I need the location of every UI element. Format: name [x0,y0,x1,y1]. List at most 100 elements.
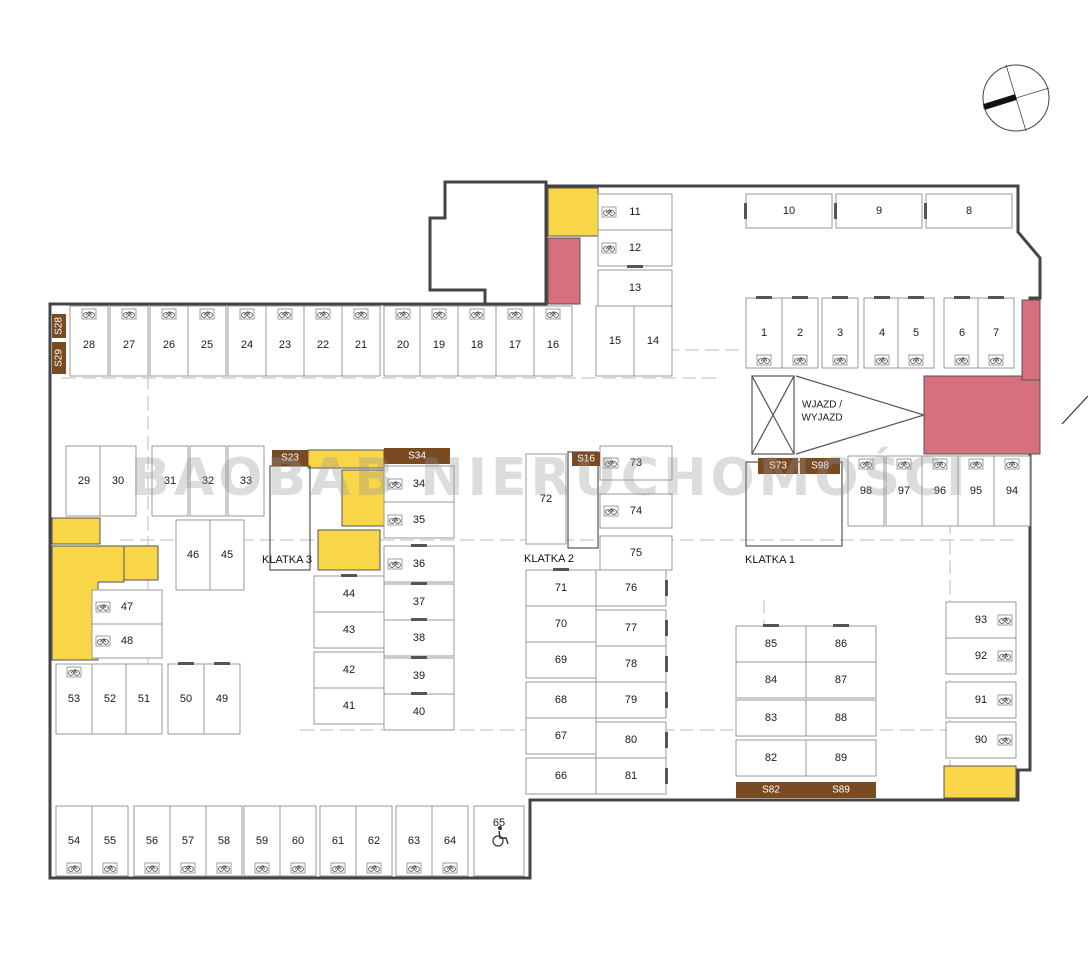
parking-spot-7[interactable]: 7 [977,296,1015,369]
parking-spot-20[interactable]: 20 [383,305,423,377]
parking-spot-76[interactable]: 76 [595,569,668,607]
parking-spot-57[interactable]: 57 [169,805,207,877]
storage-unit-s98[interactable]: S98 [800,458,840,474]
parking-spot-69[interactable]: 69 [525,641,597,679]
storage-unit-s34[interactable]: S34 [384,448,450,464]
storage-unit-s73[interactable]: S73 [758,458,798,474]
parking-spot-10[interactable]: 10 [744,193,833,229]
parking-spot-61[interactable]: 61 [319,805,357,877]
parking-spot-95[interactable]: 95 [957,455,995,527]
parking-spot-48[interactable]: 48 [91,623,163,659]
parking-spot-32[interactable]: 32 [189,445,227,517]
parking-spot-11[interactable]: 11 [597,193,673,231]
storage-unit-s82[interactable]: S82 [736,782,806,798]
parking-spot-15[interactable]: 15 [595,305,635,377]
parking-spot-21[interactable]: 21 [341,305,381,377]
parking-spot-75[interactable]: 75 [599,535,673,571]
parking-spot-52[interactable]: 52 [91,663,129,735]
parking-spot-28[interactable]: 28 [69,305,109,377]
parking-spot-77[interactable]: 77 [595,609,668,647]
parking-spot-56[interactable]: 56 [133,805,171,877]
parking-spot-81[interactable]: 81 [595,757,668,795]
parking-spot-5[interactable]: 5 [897,296,935,369]
parking-spot-64[interactable]: 64 [431,805,469,877]
parking-spot-44[interactable]: 44 [313,574,385,613]
parking-spot-86[interactable]: 86 [805,624,877,663]
parking-spot-2[interactable]: 2 [781,296,819,369]
parking-spot-46[interactable]: 46 [175,519,211,591]
parking-spot-91[interactable]: 91 [945,681,1017,719]
storage-unit-s29[interactable]: S29 [52,342,66,374]
parking-spot-82[interactable]: 82 [735,739,807,777]
parking-spot-23[interactable]: 23 [265,305,305,377]
parking-spot-42[interactable]: 42 [313,651,385,689]
parking-spot-6[interactable]: 6 [943,296,981,369]
parking-spot-19[interactable]: 19 [419,305,459,377]
parking-spot-33[interactable]: 33 [227,445,265,517]
parking-spot-65[interactable]: 65 [473,805,525,877]
parking-spot-30[interactable]: 30 [99,445,137,517]
parking-spot-94[interactable]: 94 [993,455,1031,527]
parking-spot-83[interactable]: 83 [735,699,807,737]
parking-spot-79[interactable]: 79 [595,681,668,719]
parking-spot-55[interactable]: 55 [91,805,129,877]
parking-spot-36[interactable]: 36 [383,544,455,583]
parking-spot-40[interactable]: 40 [383,692,455,731]
parking-spot-34[interactable]: 34 [383,465,455,503]
parking-spot-68[interactable]: 68 [525,681,597,719]
storage-unit-s23[interactable]: S23 [272,450,308,466]
parking-spot-27[interactable]: 27 [109,305,149,377]
parking-spot-31[interactable]: 31 [151,445,189,517]
parking-spot-39[interactable]: 39 [383,656,455,695]
parking-spot-73[interactable]: 73 [599,445,673,481]
parking-spot-62[interactable]: 62 [355,805,393,877]
parking-spot-16[interactable]: 16 [533,305,573,377]
parking-spot-47[interactable]: 47 [91,589,163,625]
parking-spot-78[interactable]: 78 [595,645,668,683]
parking-spot-26[interactable]: 26 [149,305,189,377]
parking-spot-38[interactable]: 38 [383,618,455,657]
parking-spot-43[interactable]: 43 [313,611,385,649]
parking-spot-66[interactable]: 66 [525,757,597,795]
parking-spot-1[interactable]: 1 [745,296,783,369]
parking-spot-53[interactable]: 53 [55,663,93,735]
parking-spot-17[interactable]: 17 [495,305,535,377]
parking-spot-74[interactable]: 74 [599,493,673,529]
parking-spot-88[interactable]: 88 [805,699,877,737]
parking-spot-4[interactable]: 4 [863,296,901,369]
parking-spot-60[interactable]: 60 [279,805,317,877]
parking-spot-22[interactable]: 22 [303,305,343,377]
storage-unit-s16[interactable]: S16 [572,452,600,466]
parking-spot-63[interactable]: 63 [395,805,433,877]
parking-spot-18[interactable]: 18 [457,305,497,377]
parking-spot-98[interactable]: 98 [847,455,885,527]
parking-spot-9[interactable]: 9 [834,193,923,229]
parking-spot-59[interactable]: 59 [243,805,281,877]
parking-spot-71[interactable]: 71 [525,568,597,607]
parking-spot-14[interactable]: 14 [633,305,673,377]
parking-spot-67[interactable]: 67 [525,717,597,755]
parking-spot-54[interactable]: 54 [55,805,93,877]
parking-spot-29[interactable]: 29 [65,445,103,517]
parking-spot-8[interactable]: 8 [924,193,1013,229]
parking-spot-70[interactable]: 70 [525,605,597,643]
parking-spot-35[interactable]: 35 [383,501,455,539]
parking-spot-90[interactable]: 90 [945,721,1017,759]
parking-spot-85[interactable]: 85 [735,624,807,663]
parking-spot-93[interactable]: 93 [945,601,1017,639]
parking-spot-80[interactable]: 80 [595,721,668,759]
parking-spot-49[interactable]: 49 [203,662,241,735]
parking-spot-50[interactable]: 50 [167,662,205,735]
parking-spot-24[interactable]: 24 [227,305,267,377]
parking-spot-37[interactable]: 37 [383,582,455,621]
parking-spot-84[interactable]: 84 [735,661,807,699]
parking-spot-96[interactable]: 96 [921,455,959,527]
parking-spot-87[interactable]: 87 [805,661,877,699]
parking-spot-58[interactable]: 58 [205,805,243,877]
parking-spot-89[interactable]: 89 [805,739,877,777]
parking-spot-97[interactable]: 97 [885,455,923,527]
parking-spot-72[interactable]: 72 [525,453,567,545]
parking-spot-41[interactable]: 41 [313,687,385,725]
storage-unit-s89[interactable]: S89 [806,782,876,798]
parking-spot-13[interactable]: 13 [597,269,673,307]
